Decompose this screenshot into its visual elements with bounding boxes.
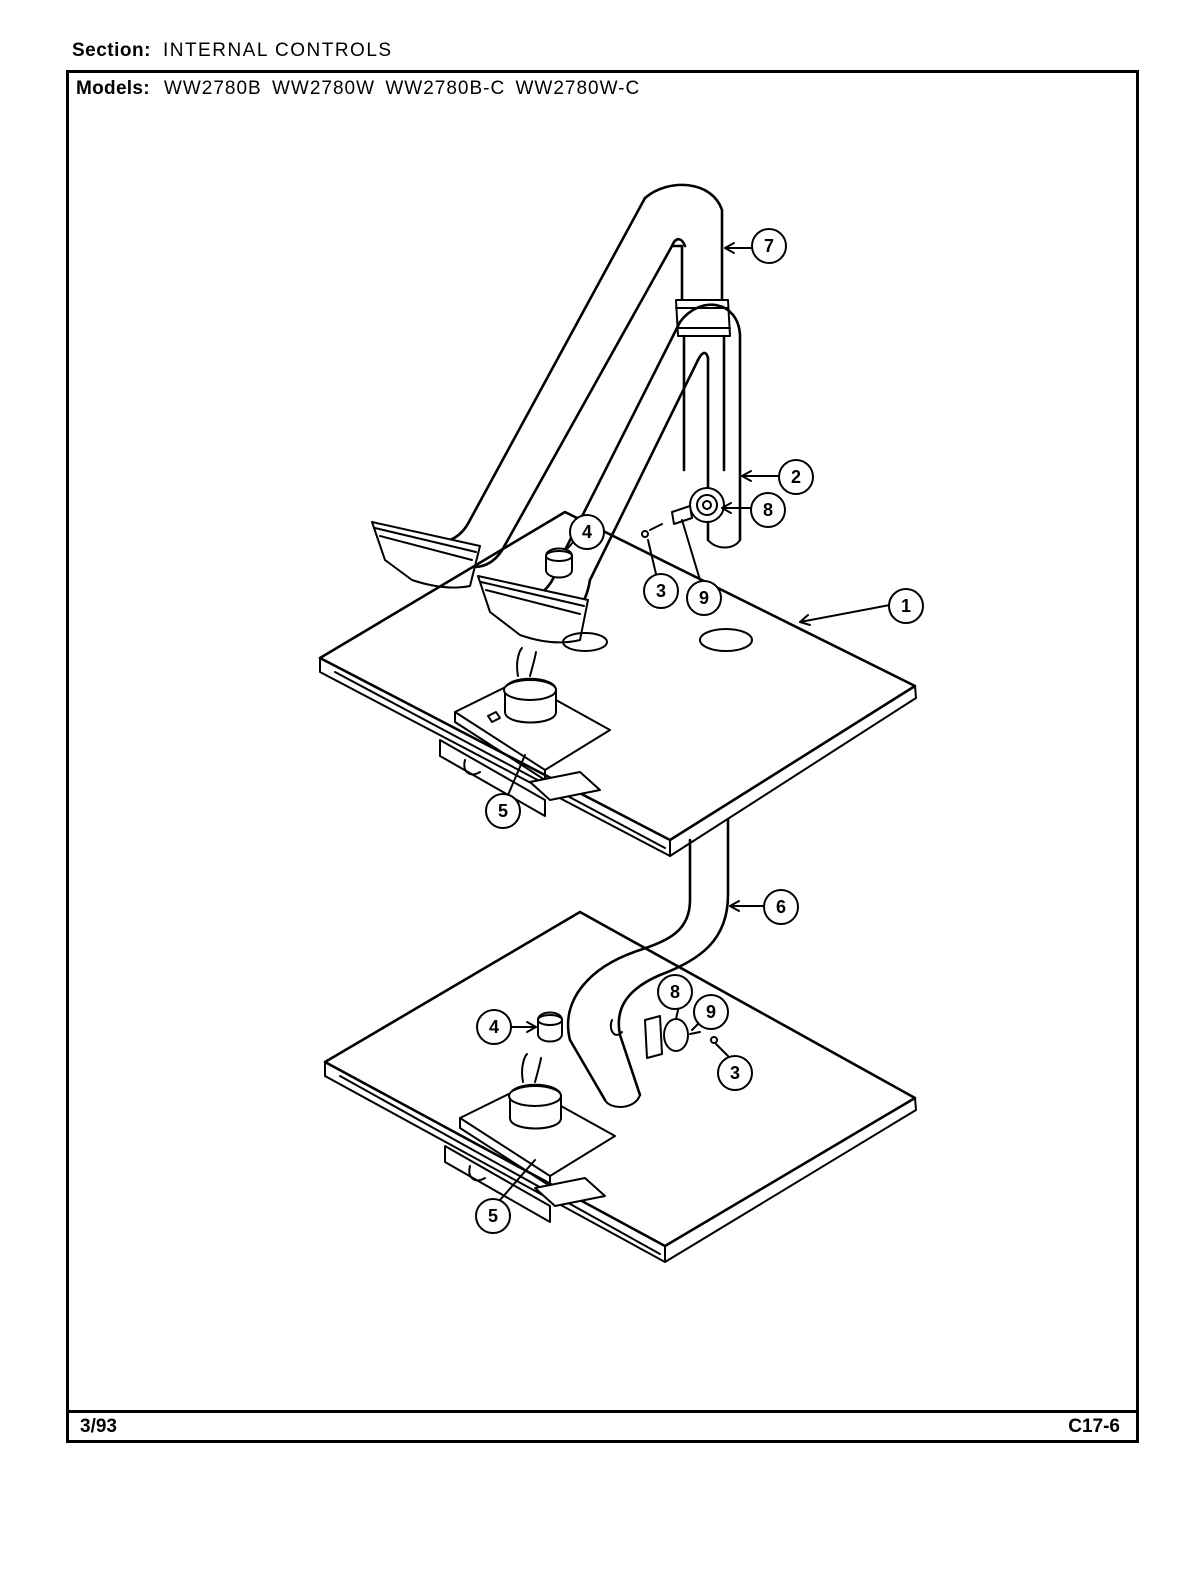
callout-7: 7 (724, 228, 787, 264)
callout-3-lower: 3 (715, 1043, 753, 1091)
callout-1-label: 1 (901, 596, 911, 616)
callout-4-lower-label: 4 (489, 1017, 499, 1037)
footer-date: 3/93 (80, 1416, 117, 1437)
diagram-frame (66, 70, 1139, 1443)
section-label: Section: (72, 40, 151, 61)
lower-part-8-component (609, 1015, 718, 1059)
callout-9-lower-label: 9 (706, 1002, 716, 1022)
lower-control-panel (323, 910, 917, 1263)
section-value: INTERNAL CONTROLS (162, 40, 393, 61)
upper-control-panel (318, 510, 917, 857)
callout-4-upper: 4 (567, 514, 605, 550)
right-nozzle (477, 575, 589, 644)
left-nozzle (371, 521, 481, 589)
callout-6-label: 6 (776, 897, 786, 917)
callout-2: 2 (741, 459, 814, 495)
footer-divider (66, 1410, 1139, 1413)
models-value: WW2780B WW2780W WW2780B-C WW2780W-C (163, 78, 641, 99)
callout-4-upper-label: 4 (582, 522, 592, 542)
callout-8-lower: 8 (657, 974, 693, 1020)
callout-9-upper: 9 (681, 519, 722, 616)
section-heading: Section: INTERNAL CONTROLS (72, 40, 393, 62)
models-label: Models: (76, 78, 150, 99)
models-heading: Models: WW2780B WW2780W WW2780B-C WW2780W… (76, 78, 640, 100)
callout-1: 1 (799, 588, 924, 626)
lower-part-4-component (537, 1011, 563, 1043)
callout-9-upper-label: 9 (699, 588, 709, 608)
callout-2-label: 2 (791, 467, 801, 487)
upper-part-4-component (545, 547, 573, 579)
callout-3-upper: 3 (643, 539, 679, 609)
callout-3-lower-label: 3 (730, 1063, 740, 1083)
callout-7-label: 7 (764, 236, 774, 256)
lower-drain-hose (566, 818, 730, 1108)
footer-page-code: C17-6 (1068, 1416, 1120, 1437)
callout-8-upper-label: 8 (763, 500, 773, 520)
callout-5-upper-label: 5 (498, 801, 508, 821)
callout-5-lower-label: 5 (488, 1206, 498, 1226)
callout-8-lower-label: 8 (670, 982, 680, 1002)
upper-part-8-component (641, 487, 725, 538)
callout-3-upper-label: 3 (656, 581, 666, 601)
callout-5-upper: 5 (485, 754, 526, 829)
callout-9-lower: 9 (691, 994, 729, 1031)
callout-4-lower: 4 (476, 1009, 537, 1045)
callout-5-lower: 5 (475, 1159, 536, 1234)
callout-8-upper: 8 (721, 492, 786, 528)
callout-6: 6 (729, 889, 799, 925)
